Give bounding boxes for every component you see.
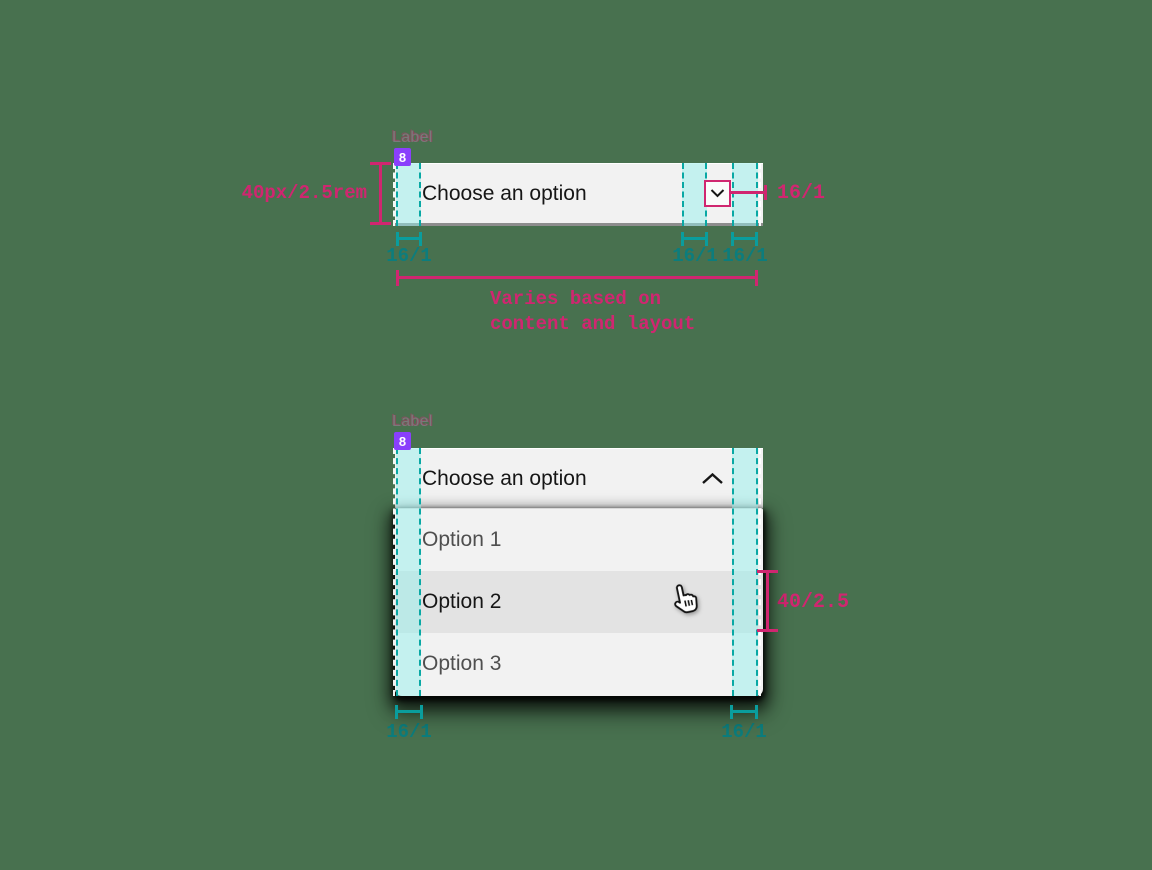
menu-option-3[interactable]: Option 3 xyxy=(422,652,502,675)
icon-annotation-line xyxy=(729,191,766,194)
hand-cursor-icon xyxy=(674,584,698,614)
left-padding-strip xyxy=(396,448,421,696)
outer-edge-dash-left xyxy=(393,163,395,226)
padding-annotation-left: 16/1 xyxy=(386,245,432,267)
menu-option-1[interactable]: Option 1 xyxy=(422,528,502,551)
outer-edge-dash-right xyxy=(759,163,761,226)
left-padding-strip xyxy=(396,163,421,226)
right-padding-strip xyxy=(732,448,758,696)
dropdown-value: Choose an option xyxy=(422,181,587,205)
width-annotation-line1: Varies based on xyxy=(490,288,662,310)
padding-bracket-icon xyxy=(681,232,708,246)
field-height-ibeam xyxy=(370,162,391,225)
field-height-annotation: 40px/2.5rem xyxy=(241,182,367,204)
padding-annotation-left: 16/1 xyxy=(386,721,432,743)
padding-bracket-left xyxy=(396,232,422,246)
padding-annotation-right: 16/1 xyxy=(722,245,768,267)
chevron-down-icon xyxy=(710,189,725,198)
field-width-bracket xyxy=(396,270,758,286)
option-height-annotation: 40/2.5 xyxy=(777,591,850,614)
chevron-up-icon xyxy=(702,473,723,484)
dropdown-label: Label xyxy=(392,129,433,146)
icon-annotation-cap xyxy=(764,185,767,200)
padding-annotation-right: 16/1 xyxy=(721,721,767,743)
outer-edge-dash-left xyxy=(393,448,395,696)
dropdown-label: Label xyxy=(392,413,433,430)
dropdown-field-open[interactable]: Choose an option xyxy=(395,448,763,508)
spacing-token-badge: 8 xyxy=(394,432,411,450)
padding-annotation-icon: 16/1 xyxy=(672,245,718,267)
icon-size-annotation: 16/1 xyxy=(777,182,826,205)
spacing-token-badge: 8 xyxy=(394,148,411,166)
dropdown-menu: Option 1 Option 2 Option 3 xyxy=(395,508,763,696)
trigger-icon-annotation-box xyxy=(704,180,731,207)
dropdown-value: Choose an option xyxy=(422,466,587,490)
option-height-ibeam xyxy=(757,570,778,632)
right-padding-strip xyxy=(732,163,758,226)
padding-bracket-right xyxy=(731,232,758,246)
padding-bracket-right xyxy=(730,705,758,719)
width-annotation-line2: content and layout xyxy=(490,313,696,335)
padding-bracket-left xyxy=(395,705,423,719)
menu-option-2[interactable]: Option 2 xyxy=(395,571,763,633)
